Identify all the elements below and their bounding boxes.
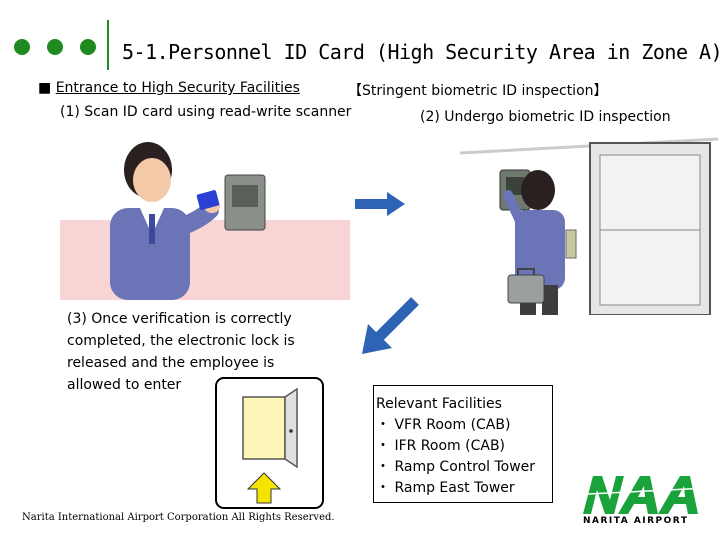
facility-item: ・ VFR Room (CAB)	[376, 417, 511, 433]
relevant-facilities-box: Relevant Facilities ・ VFR Room (CAB) ・ I…	[373, 385, 553, 503]
section-marker: ■	[38, 80, 52, 96]
title-divider	[107, 20, 109, 70]
step-3-text: (3) Once verification is correctly compl…	[67, 308, 327, 396]
bullet-dot-icon	[14, 39, 30, 55]
step-3-line: completed, the electronic lock is	[67, 333, 295, 349]
page-title: 5-1.Personnel ID Card (High Security Are…	[122, 40, 720, 64]
inspection-label: 【Stringent biometric ID inspection】	[348, 83, 608, 99]
step-3-line: allowed to enter	[67, 377, 182, 393]
copyright-footer: Narita International Airport Corporation…	[22, 512, 335, 523]
scan-card-illustration	[60, 140, 350, 300]
bullet-dot-icon	[47, 39, 63, 55]
arrow-right-icon	[355, 192, 405, 216]
biometric-illustration	[460, 135, 720, 315]
step-3-line: (3) Once verification is correctly	[67, 311, 292, 327]
facility-item: ・ IFR Room (CAB)	[376, 438, 506, 454]
facilities-heading: Relevant Facilities	[376, 396, 502, 412]
step-1-text: (1) Scan ID card using read-write scanne…	[60, 104, 352, 120]
bullet-dot-icon	[80, 39, 96, 55]
facility-item: ・ Ramp Control Tower	[376, 459, 536, 475]
logo-subtitle: NARITA AIRPORT	[583, 516, 689, 526]
door-illustration	[215, 377, 324, 509]
section-heading: ■ Entrance to High Security Facilities	[38, 80, 300, 96]
section-heading-text: Entrance to High Security Facilities	[55, 80, 300, 96]
step-3-line: released and the employee is	[67, 355, 275, 371]
naa-logo-icon	[583, 476, 709, 514]
arrow-down-left-icon	[362, 297, 419, 354]
step-2-text: (2) Undergo biometric ID inspection	[420, 109, 671, 125]
facility-item: ・ Ramp East Tower	[376, 480, 515, 496]
